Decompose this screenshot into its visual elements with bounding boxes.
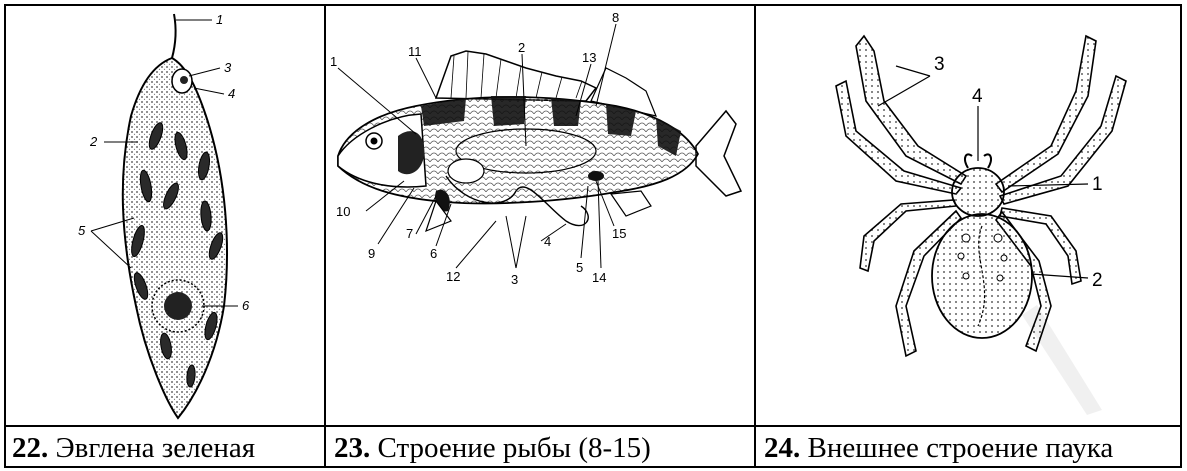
fish-label-6: 6: [430, 246, 437, 261]
caption-spider-number: 24.: [764, 432, 800, 464]
euglena-label-6: 6: [242, 298, 250, 313]
liver: [448, 159, 484, 183]
fish-label-15: 15: [612, 226, 626, 241]
caption-euglena-number: 22.: [12, 432, 48, 464]
kidney-organ: [588, 171, 604, 181]
caption-spider: 24. Внешнее строение паука: [764, 428, 1113, 468]
caption-fish-text: Строение рыбы (8-15): [378, 432, 651, 464]
fish-label-9: 9: [368, 246, 375, 261]
fish-label-7: 7: [406, 226, 413, 241]
fish-label-2: 2: [518, 40, 525, 55]
caption-euglena: 22. Эвглена зеленая: [12, 428, 255, 468]
spider-label-3: 3: [934, 54, 945, 75]
euglena-label-2: 2: [89, 134, 98, 149]
fish-label-10: 10: [336, 204, 350, 219]
spider-illustration: 3 4 1 2: [756, 6, 1180, 425]
fish-label-12: 12: [446, 269, 460, 284]
watermark-shape: [1017, 300, 1107, 420]
euglena-figure-cell: 1 3 4 2 5 6: [6, 6, 324, 425]
spider-label-4: 4: [972, 86, 983, 107]
fish-label-14: 14: [592, 270, 606, 285]
fish-label-8: 8: [612, 10, 619, 25]
fish-label-1: 1: [330, 54, 337, 69]
caption-euglena-text: Эвглена зеленая: [56, 432, 256, 464]
fish-figure-cell: 1 11 2 8 13 10 9 7 6 12 3 4 5 14 15: [326, 6, 754, 425]
spider-leg-left-1: [856, 36, 966, 184]
tail-fin: [696, 111, 741, 196]
euglena-label-1: 1: [216, 12, 223, 27]
fish-label-5: 5: [576, 260, 583, 275]
caption-row-divider: [4, 425, 1182, 427]
fish-label-13: 13: [582, 50, 596, 65]
fish-illustration: 1 11 2 8 13 10 9 7 6 12 3 4 5 14 15: [326, 6, 754, 425]
spider-label-2: 2: [1092, 270, 1103, 291]
fish-label-4: 4: [544, 234, 551, 249]
caption-fish: 23. Строение рыбы (8-15): [334, 428, 651, 468]
euglena-illustration: 1 3 4 2 5 6: [6, 6, 324, 425]
fish-label-11: 11: [408, 44, 422, 59]
euglena-label-3: 3: [224, 60, 232, 75]
spider-figure-cell: 3 4 1 2: [756, 6, 1180, 425]
fish-label-3: 3: [511, 272, 518, 287]
caption-spider-text: Внешнее строение паука: [808, 432, 1114, 464]
dorsal-fin: [436, 51, 596, 101]
euglena-label-4: 4: [228, 86, 235, 101]
spider-label-1: 1: [1092, 174, 1103, 195]
flagellum: [172, 14, 176, 58]
euglena-label-5: 5: [78, 223, 86, 238]
caption-fish-number: 23.: [334, 432, 370, 464]
table-border-right: [1180, 4, 1182, 468]
spider-cephalothorax: [952, 168, 1004, 216]
